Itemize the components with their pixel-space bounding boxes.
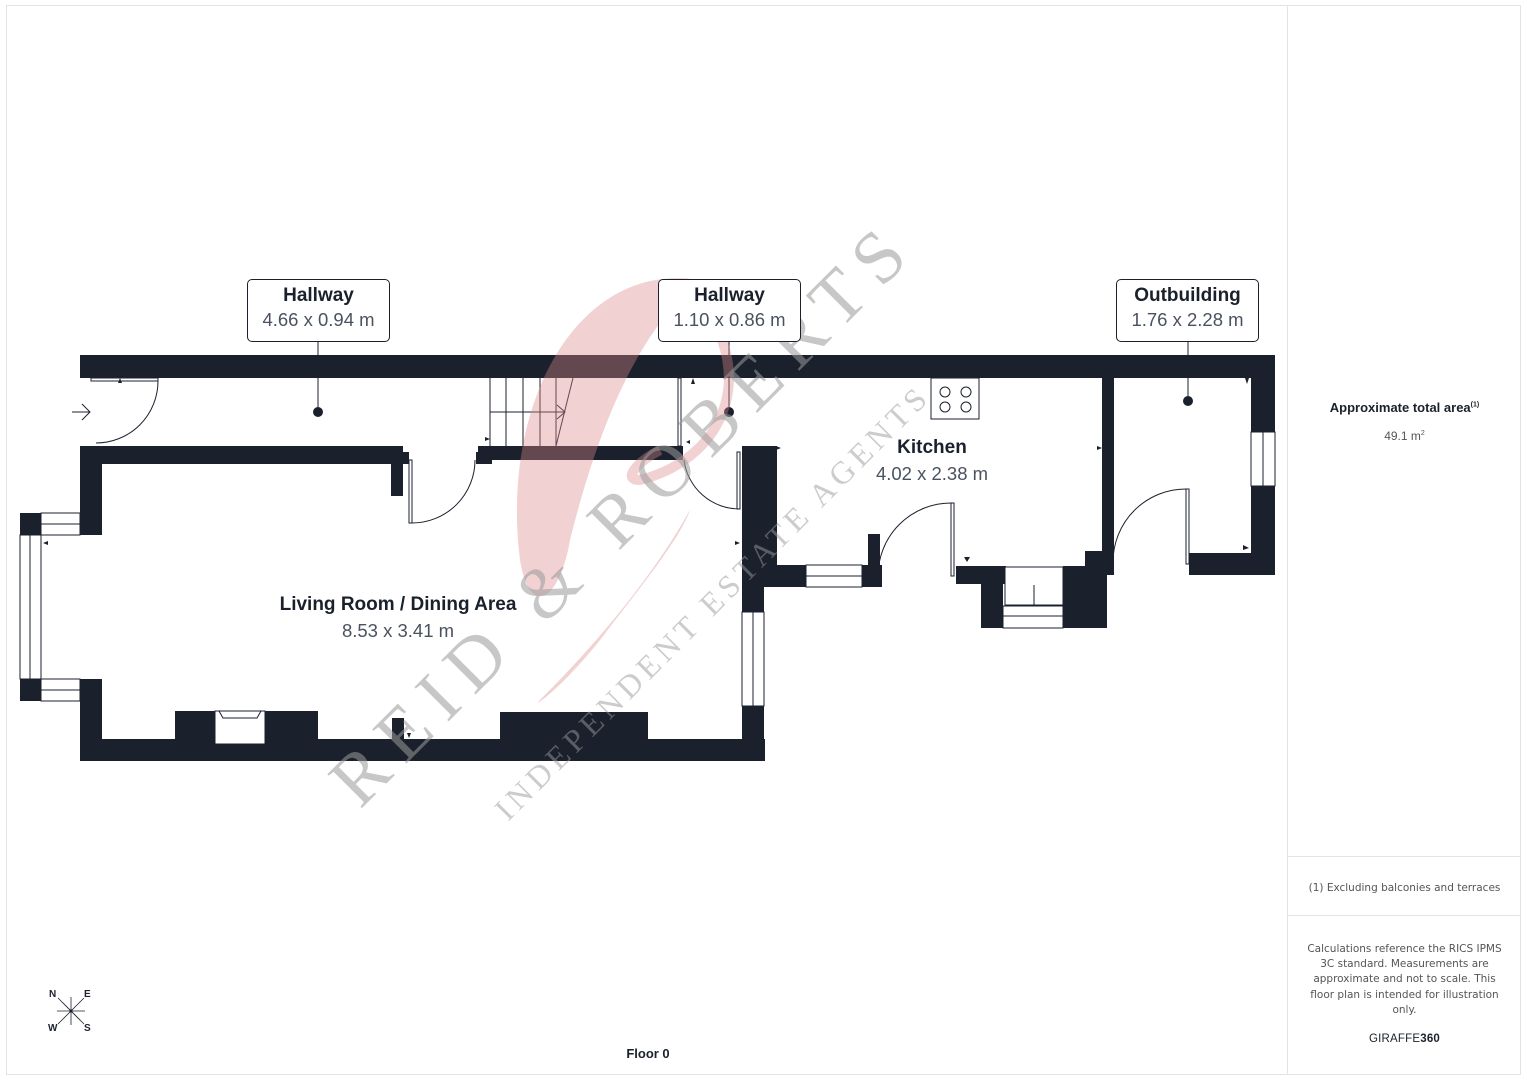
disclaimer: Calculations reference the RICS IPMS 3C … (1307, 943, 1502, 1016)
compass-rose: N E W S (44, 987, 98, 1035)
room-dimensions: 4.02 x 2.38 m (875, 463, 989, 484)
compass-icon (57, 997, 85, 1025)
room-name: Kitchen (897, 437, 967, 458)
compass-w: W (48, 1023, 58, 1034)
compass-s: S (84, 1023, 91, 1034)
room-callout-outbuilding: Outbuilding 1.76 x 2.28 m (1116, 279, 1259, 342)
page-frame (6, 5, 1521, 1075)
room-dimensions: 4.66 x 0.94 m (262, 309, 375, 330)
footnote-ref: (1) (1470, 401, 1480, 409)
callout-leaders (313, 341, 1193, 417)
footnote: (1) Excluding balconies and terraces (1308, 882, 1501, 894)
measurement-markers (43, 378, 1249, 738)
room-label-kitchen: Kitchen 4.02 x 2.38 m (832, 437, 1032, 485)
sidebar-divider (1287, 5, 1288, 1075)
sidebar-separator (1288, 856, 1521, 857)
room-name: Hallway (694, 285, 765, 306)
room-callout-hallway-1: Hallway 4.66 x 0.94 m (247, 279, 390, 342)
unit-superscript: 2 (1420, 430, 1425, 437)
room-name: Hallway (283, 285, 354, 306)
compass-e: E (84, 989, 91, 1000)
room-dimensions: 8.53 x 3.41 m (341, 620, 455, 641)
room-dimensions: 1.10 x 0.86 m (673, 309, 786, 330)
room-name: Outbuilding (1134, 285, 1241, 306)
compass-n: N (49, 989, 57, 1000)
doors (90, 377, 1190, 577)
fireplace (214, 710, 266, 745)
total-area-value-text: 49.1 m (1384, 429, 1421, 443)
floor-label: Floor 0 (626, 1046, 670, 1061)
brand-suffix: 360 (1420, 1033, 1441, 1045)
total-area-title-text: Approximate total area (1329, 400, 1471, 415)
room-callout-hallway-2: Hallway 1.10 x 0.86 m (658, 279, 801, 342)
room-name: Living Room / Dining Area (279, 594, 517, 615)
hob (930, 377, 980, 420)
sidebar-separator (1288, 915, 1521, 916)
windows (19, 431, 1276, 707)
total-area-value: 49.1 m2 (1288, 429, 1521, 443)
room-label-living-dining: Living Room / Dining Area 8.53 x 3.41 m (248, 594, 548, 642)
staircase (489, 377, 574, 447)
info-sidebar: Approximate total area(1) 49.1 m2 (1) Ex… (1288, 5, 1521, 1075)
total-area-title: Approximate total area(1) (1288, 400, 1521, 415)
room-dimensions: 1.76 x 2.28 m (1131, 309, 1244, 330)
sink (1004, 566, 1064, 606)
brand-logo: GIRAFFE360 (1288, 1033, 1521, 1045)
floor-plan-drawing (19, 341, 1276, 761)
walls (20, 355, 1275, 761)
entrance-arrow (72, 403, 91, 421)
brand-prefix: GIRAFFE (1368, 1033, 1421, 1045)
